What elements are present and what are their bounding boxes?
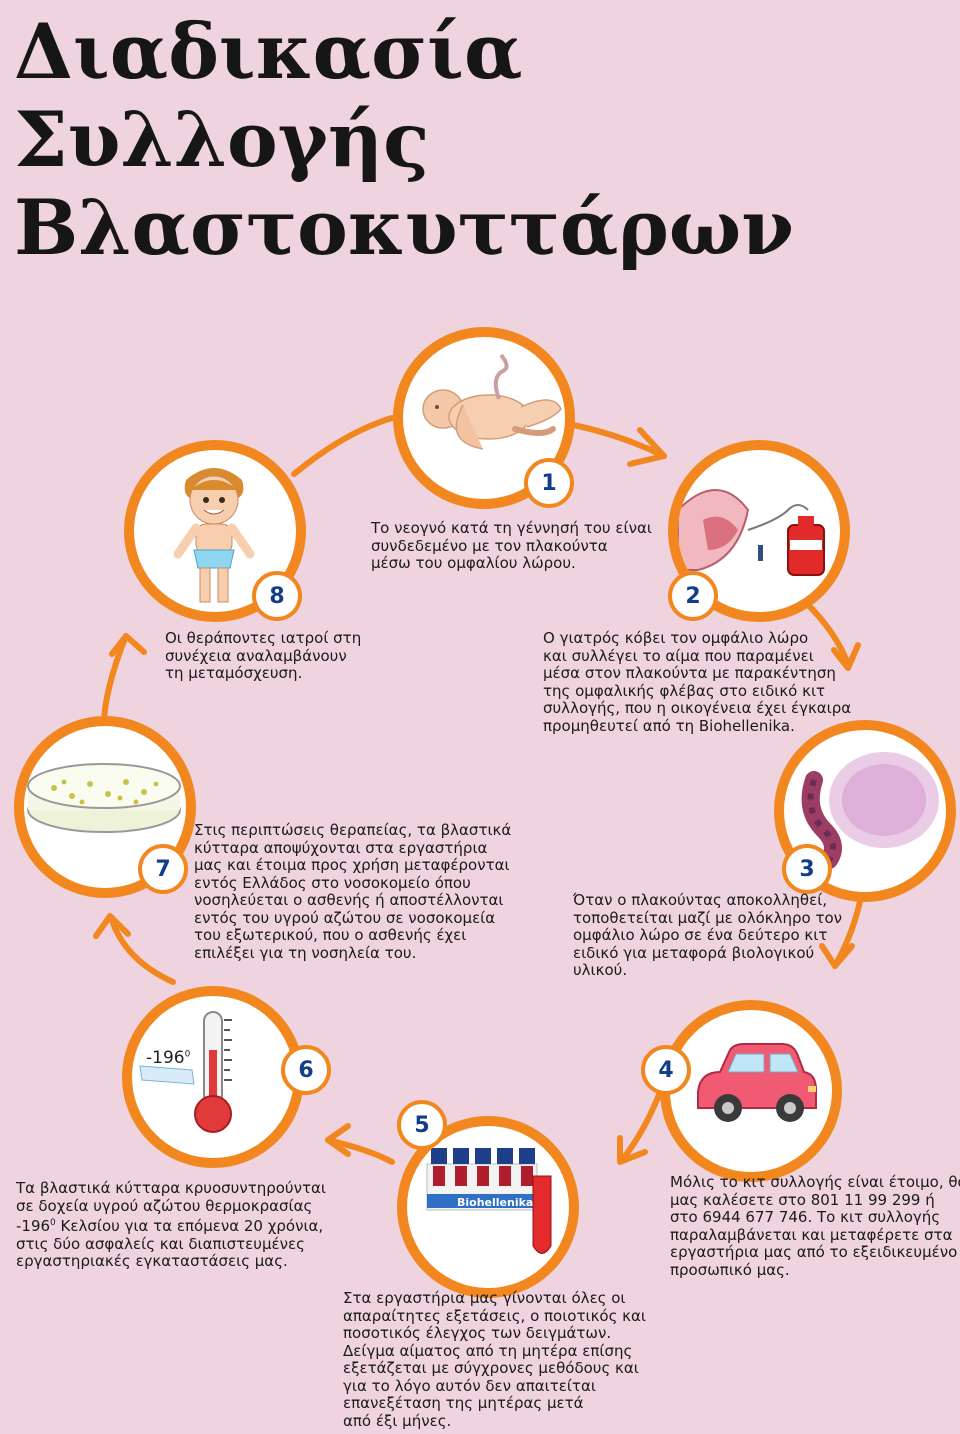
desc-line: ποσοτικός έλεγχος των δειγμάτων. [343,1325,646,1343]
step-3-description: Όταν ο πλακούντας αποκολληθεί, τοποθετεί… [573,892,842,980]
desc-line: υλικού. [573,962,842,980]
desc-line: Το νεογνό κατά τη γέννησή του είναι [371,520,652,538]
step-3-badge: 3 [782,844,832,894]
desc-line-rest: Κελσίου για τα επόμενα 20 χρόνια, [56,1217,323,1235]
degree-symbol: 0 [185,1049,191,1059]
arrowhead-7-8 [112,636,144,654]
desc-line: συνδεδεμένο με τον πλακούντα [371,538,652,556]
step-5-description: Στα εργαστήρια μας γίνονται όλες οι απαρ… [343,1290,646,1430]
desc-line: παραλαμβάνεται και μεταφέρετε στα [670,1227,960,1245]
step-4-badge: 4 [641,1045,691,1095]
arrow-path-8-1 [294,418,392,474]
step-4-circle [660,1000,842,1182]
desc-line: τη μεταμόσχευση. [165,665,361,683]
step-2-description: Ο γιατρός κόβει τον ομφάλιο λώρο και συλ… [543,630,851,735]
desc-line: τοποθετείται μαζί με ολόκληρο τον [573,910,842,928]
desc-line: για το λόγο αυτόν δεν απαιτείται [343,1378,646,1396]
desc-line: και συλλέγει το αίμα που παραμένει [543,648,851,666]
desc-line: Στα εργαστήρια μας γίνονται όλες οι [343,1290,646,1308]
desc-line: εντός του υγρού αζώτου σε νοσοκομεία [194,910,511,928]
desc-line: μας και έτοιμα προς χρήση μεταφέρονται [194,857,511,875]
desc-line: μέσα στον πλακούντα με παρακέντηση [543,665,851,683]
step-4-description: Μόλις το κιτ συλλογής είναι έτοιμο, θα μ… [670,1174,960,1279]
desc-line: εντός Ελλάδος στο νοσοκομείο όπου [194,875,511,893]
desc-line: συλλογής, που η οικογένεια έχει έγκαιρα [543,700,851,718]
desc-line: στο 6944 677 746. Το κιτ συλλογής [670,1209,960,1227]
step-6-badge: 6 [281,1045,331,1095]
desc-line: απαραίτητες εξετάσεις, ο ποιοτικός και [343,1308,646,1326]
desc-line: προσωπικό μας. [670,1262,960,1280]
step-6-description: Τα βλαστικά κύτταρα κρυοσυντηρούνται σε … [16,1180,326,1271]
desc-line: από έξι μήνες. [343,1413,646,1431]
desc-line: Στις περιπτώσεις θεραπείας, τα βλαστικά [194,822,511,840]
temperature-value: -196 [146,1048,185,1068]
step-1-badge: 1 [524,458,574,508]
desc-line: Οι θεράποντες ιατροί στη [165,630,361,648]
desc-line: μέσω του ομφαλίου λώρου. [371,555,652,573]
desc-line: επανεξέταση της μητέρας μετά [343,1395,646,1413]
desc-line: εργαστηριακές εγκαταστάσεις μας. [16,1253,326,1271]
car-icon [670,1010,832,1172]
desc-line: συνέχεια αναλαμβάνουν [165,648,361,666]
step-8-badge: 8 [252,571,302,621]
desc-line: εργαστήρια μας από το εξειδικευμένο [670,1244,960,1262]
desc-line: ομφάλιο λώρο σε ένα δεύτερο κιτ [573,927,842,945]
step-7-description: Στις περιπτώσεις θεραπείας, τα βλαστικά … [194,822,511,962]
desc-line: νοσηλεύεται ο ασθενής ή αποστέλλονται [194,892,511,910]
desc-line: Τα βλαστικά κύτταρα κρυοσυντηρούνται [16,1180,326,1198]
desc-line: σε δοχεία υγρού αζώτου θερμοκρασίας [16,1198,326,1216]
desc-line: Ο γιατρός κόβει τον ομφάλιο λώρο [543,630,851,648]
temperature-label: -1960 [146,1048,190,1068]
desc-line: στις δύο ασφαλείς και διαπιστευμένες [16,1236,326,1254]
step-7-badge: 7 [138,844,188,894]
step-5-badge: 5 [397,1100,447,1150]
desc-line: μας καλέσετε στο 801 11 99 299 ή [670,1192,960,1210]
step-6-circle: -1960 [122,986,304,1168]
desc-line: του εξωτερικού, που ο ασθενής έχει [194,927,511,945]
desc-line: Μόλις το κιτ συλλογής είναι έτοιμο, θα [670,1174,960,1192]
desc-line: κύτταρα αποψύχονται στα εργαστήρια [194,840,511,858]
desc-line: Δείγμα αίματος από τη μητέρα επίσης [343,1343,646,1361]
biohellenika-logo: Biohellenika [457,1196,533,1209]
desc-line: Όταν ο πλακούντας αποκολληθεί, [573,892,842,910]
desc-line: της ομφαλικής φλέβας στο ειδικό κιτ [543,683,851,701]
step-1-description: Το νεογνό κατά τη γέννησή του είναι συνδ… [371,520,652,573]
desc-line: εξετάζεται με σύγχρονες μεθόδους και [343,1360,646,1378]
desc-line: προμηθευτεί από τη Biohellenika. [543,718,851,736]
desc-line: επιλέξει για τη νοσηλεία του. [194,945,511,963]
desc-temperature: -196 [16,1217,50,1235]
step-8-description: Οι θεράποντες ιατροί στη συνέχεια αναλαμ… [165,630,361,683]
desc-line: ειδικό για μεταφορά βιολογικού [573,945,842,963]
thermometer-icon [132,996,294,1158]
desc-line: -1960 Κελσίου για τα επόμενα 20 χρόνια, [16,1215,326,1236]
step-2-badge: 2 [668,571,718,621]
